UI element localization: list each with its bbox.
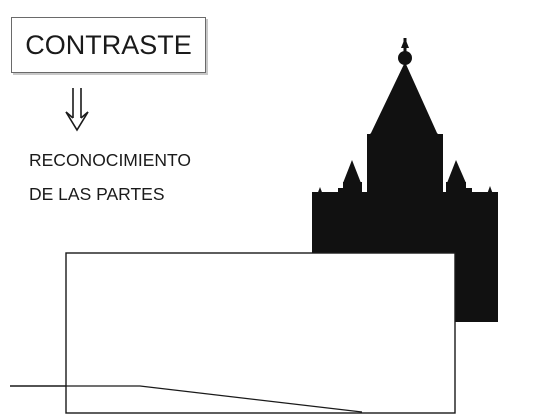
- upper-shaft: [367, 134, 443, 194]
- title-box: CONTRASTE: [11, 17, 206, 73]
- tower-base-right: [455, 250, 498, 322]
- caption-line-1: RECONOCIMIENTO: [29, 150, 192, 170]
- tower-silhouette: [312, 38, 498, 322]
- diagram-title: CONTRASTE: [25, 29, 192, 60]
- left-turret: [343, 160, 361, 183]
- ground-slope: [66, 385, 363, 413]
- caption-line-2: DE LAS PARTES: [29, 184, 165, 204]
- front-building: [65, 252, 456, 414]
- main-spire: [368, 62, 440, 136]
- double-down-arrow-icon: [65, 88, 89, 132]
- right-turret: [447, 160, 466, 183]
- spire-finial: [398, 51, 412, 65]
